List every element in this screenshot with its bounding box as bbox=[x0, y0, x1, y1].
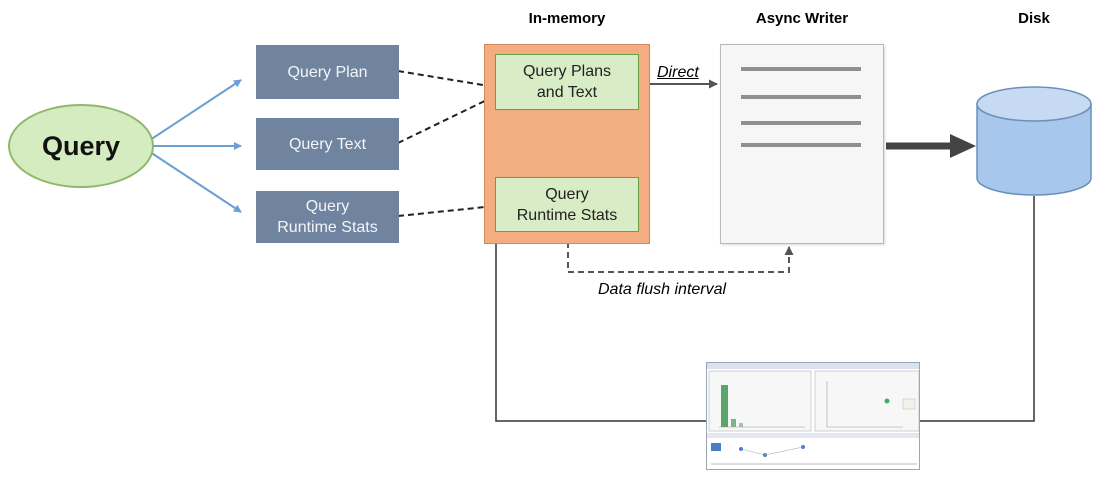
doc-line bbox=[741, 143, 861, 147]
doc-line bbox=[741, 67, 861, 71]
arrow-flush-interval bbox=[567, 232, 794, 273]
memory-plans-and-text-box: Query Plans and Text bbox=[495, 54, 639, 110]
header-async-writer: Async Writer bbox=[755, 10, 849, 27]
query-text-box: Query Text bbox=[256, 118, 399, 170]
query-plan-box: Query Plan bbox=[256, 45, 399, 99]
report-thumbnail-icon bbox=[707, 363, 919, 465]
memory-runtime-stats-box: Query Runtime Stats bbox=[495, 177, 639, 232]
query-label: Query bbox=[41, 130, 121, 161]
doc-line bbox=[741, 121, 861, 125]
header-in-memory: In-memory bbox=[528, 10, 606, 27]
data-flush-interval-label: Data flush interval bbox=[598, 281, 727, 298]
doc-line bbox=[741, 95, 861, 99]
disk-cylinder-icon bbox=[976, 86, 1092, 196]
connector-disk-to-report bbox=[920, 196, 1035, 422]
header-disk: Disk bbox=[1018, 10, 1050, 27]
query-store-report-thumbnail bbox=[706, 362, 920, 470]
arrow-writer-to-disk-head bbox=[950, 134, 976, 158]
arrow-text-to-memory bbox=[397, 95, 496, 144]
arrow-query-to-stats bbox=[143, 147, 242, 213]
arrow-query-to-plan bbox=[143, 79, 242, 145]
direct-label: Direct bbox=[657, 64, 699, 81]
arrow-stats-to-memory bbox=[397, 202, 496, 217]
query-node: Query bbox=[8, 104, 154, 188]
connector-memory-to-report bbox=[495, 244, 706, 422]
query-runtime-stats-box: Query Runtime Stats bbox=[256, 191, 399, 243]
async-writer-document bbox=[720, 44, 884, 244]
arrow-plan-to-memory bbox=[397, 70, 496, 91]
